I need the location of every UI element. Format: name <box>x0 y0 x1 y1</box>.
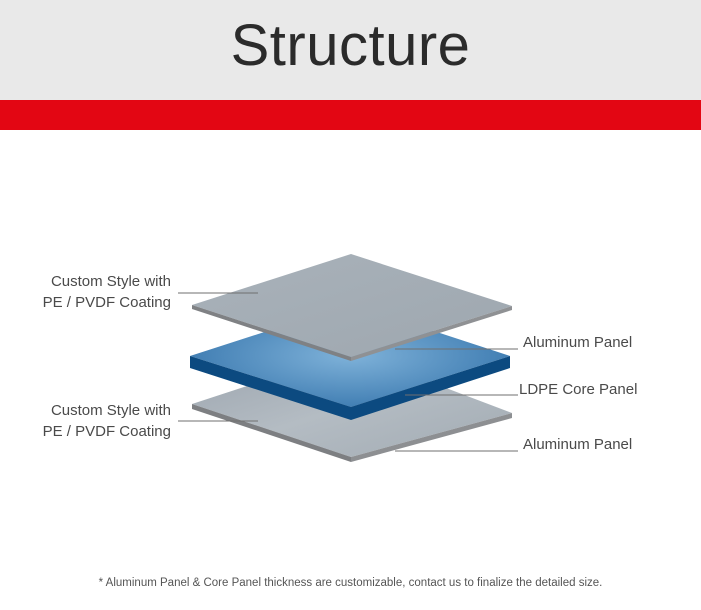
top-coating-label-line1: Custom Style with <box>50 273 171 290</box>
bottom-coating-label-line1: Custom Style with <box>50 402 171 419</box>
top-panel-edge-right <box>351 306 512 361</box>
top-aluminum-label: Aluminum Panel <box>523 334 633 351</box>
top-panel-edge-left <box>192 305 351 361</box>
top-aluminum-panel <box>192 254 512 361</box>
bottom-panel-edge-left <box>192 404 351 462</box>
accent-bar <box>0 100 701 130</box>
bottom-panel-edge-right <box>351 413 512 462</box>
bottom-coating-label-line2: PE / PVDF Coating <box>42 423 171 440</box>
bottom-coating-label: Custom Style with PE / PVDF Coating <box>20 400 171 442</box>
core-panel-edge-left <box>190 356 351 420</box>
header-band <box>0 0 701 100</box>
bottom-aluminum-label: Aluminum Panel <box>523 436 633 453</box>
page-title: Structure <box>230 13 471 78</box>
top-coating-label-line2: PE / PVDF Coating <box>42 294 171 311</box>
top-coating-label: Custom Style with PE / PVDF Coating <box>20 271 171 313</box>
core-panel-label: LDPE Core Panel <box>519 381 638 398</box>
core-panel-edge-right <box>351 356 510 420</box>
footnote: * Aluminum Panel & Core Panel thickness … <box>98 577 603 589</box>
leader-lines <box>178 292 518 452</box>
